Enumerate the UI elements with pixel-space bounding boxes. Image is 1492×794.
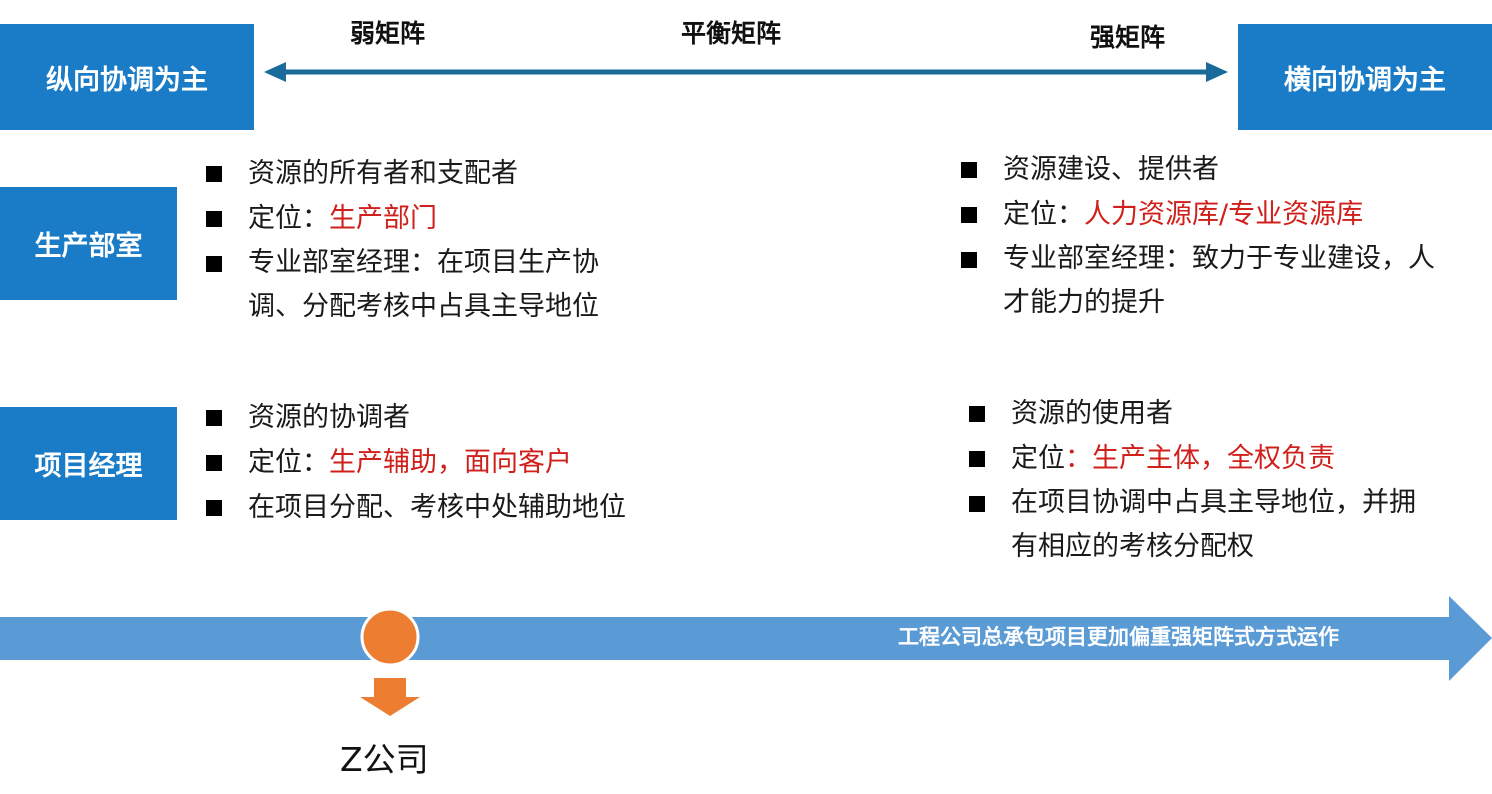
list-item: 专业部室经理：在项目生产协调、分配考核中占具主导地位 — [206, 241, 638, 329]
item-highlight: 人力资源库/专业资源库 — [1084, 199, 1364, 230]
item-text: 资源的使用者 — [1011, 398, 1173, 429]
vertical-coordination-box: 纵向协调为主 — [0, 24, 254, 130]
weak-matrix-label: 弱矩阵 — [350, 19, 426, 48]
production-dept-box: 生产部室 — [0, 187, 177, 300]
list-item: 定位：人力资源库/专业资源库 — [961, 192, 1461, 237]
list-item: 资源建设、提供者 — [961, 147, 1461, 192]
pm-strong-list: 资源的使用者 定位：生产主体，全权负责 在项目协调中占具主导地位，并拥有相应的考… — [969, 391, 1449, 569]
dept-weak-list: 资源的所有者和支配者 定位：生产部门 专业部室经理：在项目生产协调、分配考核中占… — [206, 151, 676, 329]
item-prefix: 定位： — [1003, 199, 1084, 230]
company-marker — [360, 607, 420, 716]
list-item: 定位：生产主体，全权负责 — [969, 436, 1449, 481]
list-item: 定位：生产部门 — [206, 196, 676, 241]
item-highlight: 生产部门 — [329, 203, 437, 234]
horizontal-coordination-box: 横向协调为主 — [1238, 24, 1492, 130]
item-text: 资源的所有者和支配者 — [248, 158, 518, 189]
list-item: 专业部室经理：致力于专业建设，人才能力的提升 — [961, 237, 1443, 325]
strong-matrix-label: 强矩阵 — [1090, 23, 1166, 52]
list-item: 在项目协调中占具主导地位，并拥有相应的考核分配权 — [969, 481, 1431, 569]
company-label: Z公司 — [340, 740, 429, 779]
pm-weak-list: 资源的协调者 定位：生产辅助，面向客户 在项目分配、考核中处辅助地位 — [206, 395, 706, 530]
item-prefix: 定位： — [248, 203, 329, 234]
list-item: 定位：生产辅助，面向客户 — [206, 440, 706, 485]
item-prefix: 定位 — [1011, 443, 1065, 474]
item-text: 专业部室经理：在项目生产协调、分配考核中占具主导地位 — [248, 247, 599, 322]
item-text: 在项目分配、考核中处辅助地位 — [248, 492, 626, 523]
list-item: 资源的协调者 — [206, 395, 706, 440]
item-text: 资源的协调者 — [248, 402, 410, 433]
item-prefix: 定位： — [248, 447, 329, 478]
list-item: 资源的所有者和支配者 — [206, 151, 676, 196]
item-text: 专业部室经理：致力于专业建设，人才能力的提升 — [1003, 243, 1435, 318]
spectrum-axis-arrow — [264, 62, 1228, 82]
dept-strong-list: 资源建设、提供者 定位：人力资源库/专业资源库 专业部室经理：致力于专业建设，人… — [961, 147, 1461, 325]
list-item: 在项目分配、考核中处辅助地位 — [206, 485, 706, 530]
banner-caption: 工程公司总承包项目更加偏重强矩阵式方式运作 — [898, 625, 1339, 649]
project-manager-box: 项目经理 — [0, 407, 177, 520]
item-highlight: 生产辅助，面向客户 — [329, 447, 572, 478]
item-highlight: ：生产主体，全权负责 — [1065, 443, 1335, 474]
item-text: 在项目协调中占具主导地位，并拥有相应的考核分配权 — [1011, 487, 1416, 562]
balanced-matrix-label: 平衡矩阵 — [681, 19, 782, 48]
item-text: 资源建设、提供者 — [1003, 154, 1219, 185]
list-item: 资源的使用者 — [969, 391, 1449, 436]
